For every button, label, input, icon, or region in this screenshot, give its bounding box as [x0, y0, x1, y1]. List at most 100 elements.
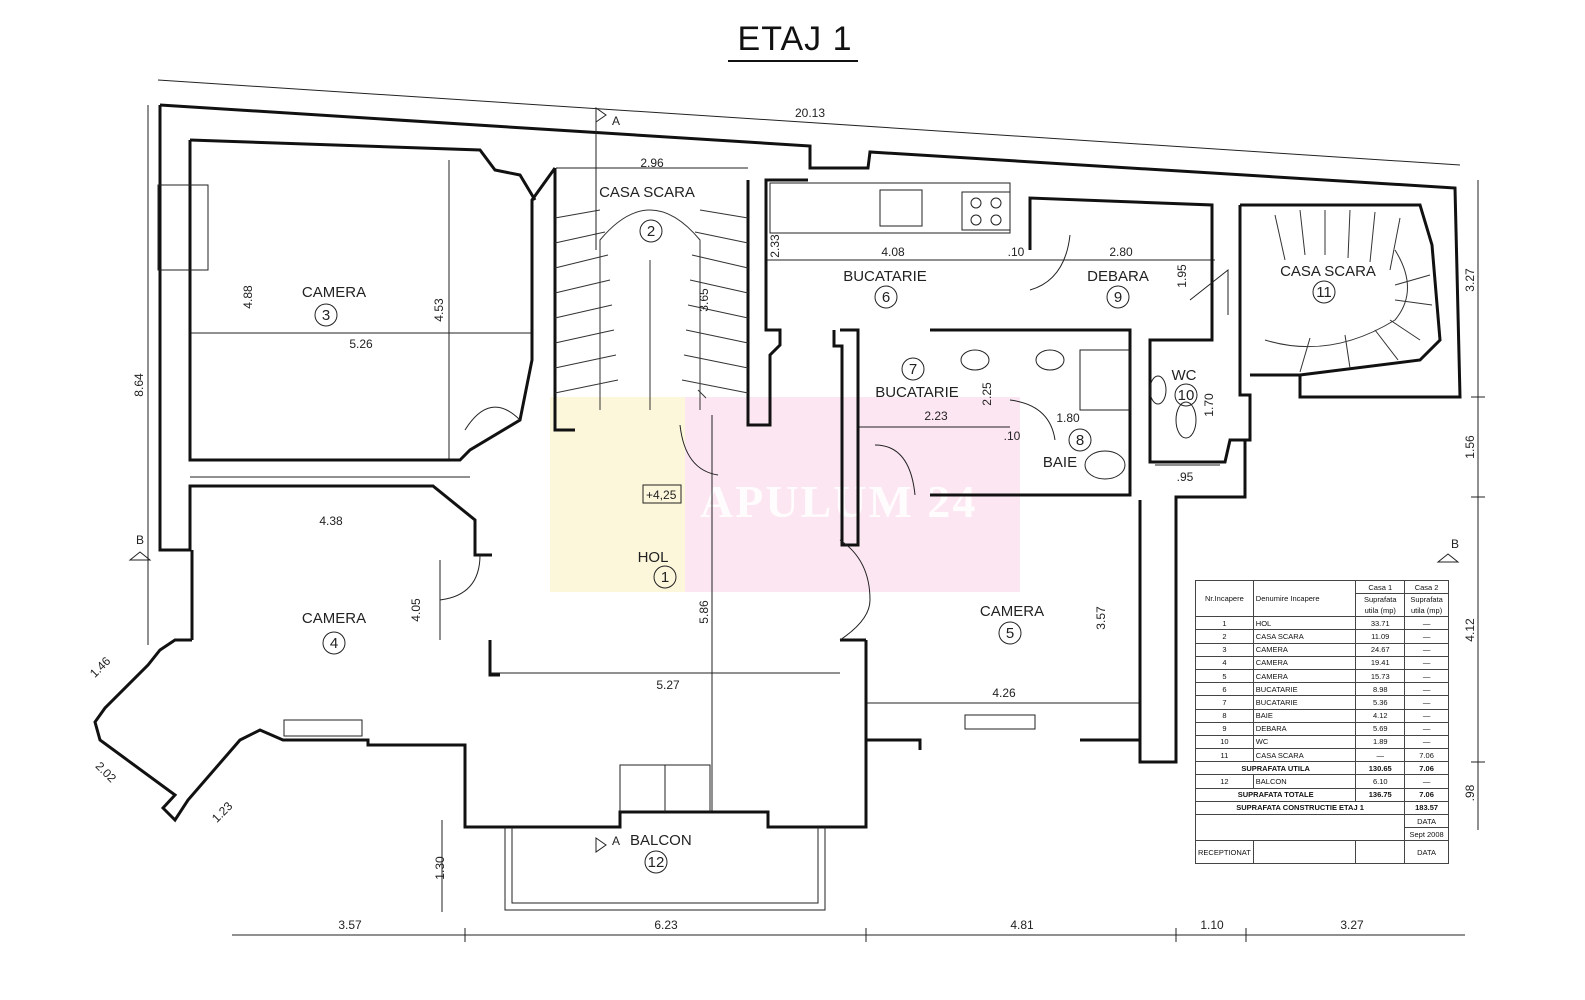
cell-nr: 9	[1195, 721, 1254, 736]
room-num-baie: 8	[1076, 432, 1084, 449]
room-label-balcon: BALCON	[630, 832, 692, 849]
dim-small-10b: .10	[1004, 429, 1021, 443]
cell-name: BUCATARIE	[1252, 682, 1357, 697]
cell-c2: —	[1404, 734, 1449, 750]
footer-data-label2: DATA	[1404, 840, 1449, 865]
room-num-hol: 1	[661, 569, 669, 586]
cell-nr: 7	[1195, 695, 1254, 710]
dim-bottom-3: 4.81	[1010, 918, 1034, 932]
dim-kitchen-width: 4.08	[881, 245, 905, 259]
th-casa2: Casa 2	[1404, 579, 1449, 595]
th-casa1: Casa 1	[1355, 579, 1406, 595]
dim-left-total: 8.64	[132, 373, 146, 397]
cell-name: WC	[1252, 734, 1357, 750]
room-label-camera-5: CAMERA	[980, 603, 1044, 620]
table-footer-row: DATA	[1194, 813, 1449, 829]
title-underline	[728, 60, 858, 62]
room-label-wc: WC	[1172, 367, 1197, 384]
dim-r4-height: 4.05	[409, 598, 423, 622]
cell-name: CAMERA	[1252, 655, 1357, 670]
cell-c2: —	[1404, 668, 1449, 684]
dim-bottom-4: 1.10	[1200, 918, 1224, 932]
cell-c1: 6.10	[1355, 774, 1406, 789]
stair-casa-scara-2	[554, 209, 749, 410]
dim-b7-height: 2.25	[980, 382, 994, 406]
dim-balcon-height: 1.30	[433, 856, 447, 880]
dim-right-low: 4.12	[1463, 618, 1477, 642]
cell-c2: —	[1404, 695, 1449, 710]
level-mark-box	[642, 484, 682, 504]
room-num-bucatarie-7: 7	[909, 361, 917, 378]
dim-wc-height: 1.70	[1202, 393, 1216, 417]
cell-c2: —	[1404, 629, 1449, 644]
cell-c2: —	[1404, 774, 1449, 789]
table-unit-row: Suprafata utila (mp) Suprafata utila (mp…	[1196, 593, 1449, 618]
dim-right-bottom: .98	[1463, 784, 1477, 801]
table-total-row: SUPRAFATA TOTALE 136.75 7.06	[1194, 787, 1449, 802]
th-nr: Nr.Incapere	[1195, 579, 1254, 618]
cell-name: BUCATARIE	[1252, 695, 1357, 710]
room-num-casa-scara-11: 11	[1316, 284, 1332, 301]
room-label-bucatarie-7: BUCATARIE	[875, 384, 959, 401]
room-labels: HOL 1 CASA SCARA 2 CAMERA 3 CAMERA 4 CAM…	[302, 184, 1376, 874]
cell-nr: 1	[1195, 616, 1254, 631]
cell-c2: —	[1404, 642, 1449, 657]
dim-hol-height: 5.86	[697, 600, 711, 624]
dim-right-top: 3.27	[1463, 268, 1477, 292]
dim-debara-width: 2.80	[1109, 245, 1133, 259]
dim-wc-width: .95	[1177, 470, 1194, 484]
cell-nr: 12	[1195, 774, 1254, 789]
dim-kitchen-height: 2.33	[768, 234, 782, 258]
dim-baie-width: 1.80	[1056, 411, 1080, 425]
room-label-hol: HOL	[638, 549, 669, 566]
cell-c1: 19.41	[1355, 655, 1406, 670]
fixtures	[157, 182, 1197, 911]
walls	[93, 103, 1462, 829]
cell-nr: 6	[1195, 682, 1254, 697]
room-label-debara: DEBARA	[1087, 268, 1149, 285]
total-util-c2: 7.06	[1404, 761, 1449, 776]
dim-debara-height: 1.95	[1175, 264, 1189, 288]
table-footer-row: RECEPTIONAT DATA	[1195, 840, 1449, 865]
cell-nr: 4	[1195, 655, 1254, 670]
cell-nr: 10	[1195, 734, 1254, 750]
cell-c1: 1.89	[1355, 734, 1406, 750]
cell-name: CAMERA	[1252, 668, 1357, 684]
doors	[439, 234, 1229, 641]
table-total-util-row: SUPRAFATA UTILA 130.65 7.06	[1194, 761, 1449, 776]
cell-c1: 15.73	[1355, 668, 1406, 684]
cell-name: HOL	[1252, 616, 1357, 631]
table-constructie-row: SUPRAFATA CONSTRUCTIE ETAJ 1 183.57	[1194, 800, 1449, 816]
cell-name: DEBARA	[1252, 721, 1357, 736]
section-mark-b-right: B	[1451, 537, 1459, 551]
footer-data-label: DATA	[1404, 813, 1449, 829]
table-header-row: Nr.Incapere Denumire Incapere Casa 1 Cas…	[1195, 579, 1449, 618]
total-label: SUPRAFATA TOTALE	[1194, 787, 1357, 802]
cell-c2: —	[1404, 655, 1449, 670]
total-c2: 7.06	[1404, 787, 1449, 802]
cell-c1: —	[1355, 748, 1406, 763]
dim-hol-width: 5.27	[656, 678, 680, 692]
dim-stair-width: 2.96	[640, 156, 664, 170]
th-unit1: Suprafata utila (mp)	[1355, 593, 1406, 618]
section-marks: A B B	[128, 107, 1460, 853]
room-label-casa-scara-2: CASA SCARA	[599, 184, 695, 201]
room-num-bucatarie-6: 6	[882, 289, 890, 306]
dim-bay-b: 2.02	[93, 759, 120, 786]
cell-name: CASA SCARA	[1252, 748, 1357, 763]
cell-c1: 11.09	[1355, 629, 1406, 644]
room-num-balcon: 12	[648, 854, 665, 871]
cell-name: CASA SCARA	[1252, 629, 1357, 644]
room-label-casa-scara-11: CASA SCARA	[1280, 263, 1376, 280]
constructie-label: SUPRAFATA CONSTRUCTIE ETAJ 1	[1194, 800, 1406, 816]
cell-nr: 5	[1195, 668, 1254, 684]
dim-r3-height: 4.88	[241, 285, 255, 309]
